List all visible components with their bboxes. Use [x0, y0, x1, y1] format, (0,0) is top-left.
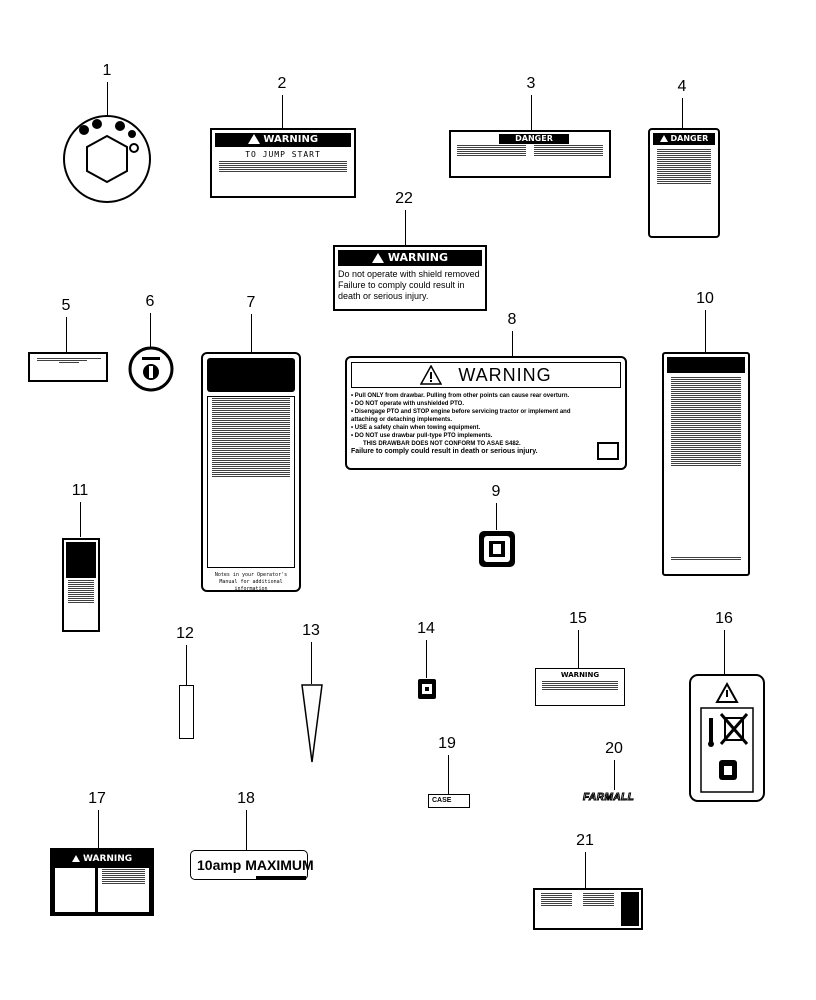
decal-15-warning: WARNING	[535, 668, 625, 706]
callout-21: 21	[576, 832, 594, 849]
decal-1-round	[63, 115, 151, 203]
leader-11	[80, 502, 81, 537]
leader-21	[585, 852, 586, 890]
callout-4: 4	[677, 78, 687, 95]
callout-15: 15	[569, 610, 587, 627]
decal-3-danger: DANGER	[449, 130, 611, 178]
decal-8-footer-1: THIS DRAWBAR DOES NOT CONFORM TO ASAE S4…	[363, 441, 521, 447]
callout-10: 10	[696, 290, 714, 307]
decal-17-pictogram	[55, 868, 95, 912]
leader-2	[282, 95, 283, 128]
decal-8-item-3: • Disengage PTO and STOP engine before s…	[351, 409, 571, 423]
decal-9-icon	[479, 531, 515, 567]
warning-triangle-icon	[247, 134, 260, 144]
decal-2-jump-start-warning: WARNING TO JUMP START	[210, 128, 356, 198]
decal-4-danger: DANGER	[648, 128, 720, 238]
leader-8	[512, 331, 513, 356]
callout-9: 9	[491, 483, 501, 500]
callout-13: 13	[302, 622, 320, 639]
decal-19-text: CASE	[432, 797, 452, 804]
decal-20-farmall-logo: FARMALL	[583, 790, 647, 806]
callout-7: 7	[246, 294, 256, 311]
leader-9	[496, 503, 497, 530]
warning-triangle-icon	[372, 253, 384, 263]
leader-1	[107, 82, 108, 116]
decal-22-line-2: Failure to comply could result in	[338, 280, 465, 290]
leader-20	[614, 760, 615, 790]
leader-19	[448, 755, 449, 795]
callout-6: 6	[145, 293, 155, 310]
leader-12	[186, 645, 187, 685]
decal-22-header: WARNING	[387, 251, 448, 264]
leader-17	[98, 810, 99, 848]
leader-16	[724, 630, 725, 675]
decal-6-round	[128, 346, 174, 392]
decal-2-header: WARNING	[263, 134, 319, 145]
decal-20-text: FARMALL	[583, 792, 635, 804]
decal-8-item-2: • DO NOT operate with unshielded PTO.	[351, 401, 465, 407]
callout-19: 19	[438, 735, 456, 752]
leader-7	[251, 314, 252, 352]
decal-8-header: WARNING	[458, 364, 552, 385]
callout-8: 8	[507, 311, 517, 328]
callout-20: 20	[605, 740, 623, 757]
callout-17: 17	[88, 790, 106, 807]
decal-18-fuse: 10amp MAXIMUM	[190, 850, 314, 880]
decal-21-parts-chart	[533, 888, 643, 930]
callout-18: 18	[237, 790, 255, 807]
callout-12: 12	[176, 625, 194, 642]
decal-22-shield-warning: WARNING Do not operate with shield remov…	[333, 245, 487, 311]
callout-1: 1	[102, 62, 112, 79]
leader-15	[578, 630, 579, 668]
decal-8-item-1: • Pull ONLY from drawbar. Pulling from o…	[351, 393, 570, 399]
callout-22: 22	[395, 190, 413, 207]
decal-8-item-4: • USE a safety chain when towing equipme…	[351, 425, 481, 431]
warning-triangle-icon	[420, 365, 443, 385]
decal-4-header: DANGER	[670, 134, 709, 143]
decal-22-line-3: death or serious injury.	[338, 291, 429, 301]
decal-17-header: WARNING	[82, 854, 133, 864]
warning-triangle-icon	[71, 855, 80, 862]
decal-22-line-1: Do not operate with shield removed	[338, 269, 480, 279]
decal-14-small-icon	[418, 679, 436, 699]
leader-4	[682, 98, 683, 128]
decal-7-footer: Notes in your Operator's Manual for addi…	[214, 572, 288, 592]
leader-18	[246, 810, 247, 852]
callout-11: 11	[71, 482, 89, 499]
decal-2-title: TO JUMP START	[245, 150, 321, 159]
decal-5	[28, 352, 108, 382]
decal-15-header: WARNING	[560, 671, 600, 679]
warning-triangle-icon	[715, 681, 739, 703]
decal-18-subline	[256, 876, 306, 880]
decal-3-header: DANGER	[515, 134, 553, 143]
decal-18-text: 10amp MAXIMUM	[197, 857, 314, 873]
leader-22	[405, 210, 406, 245]
decal-11-narrow-decal	[62, 538, 100, 632]
decal-10-tall-decal	[662, 352, 750, 576]
decal-17-warning: WARNING	[50, 848, 154, 916]
leader-13	[311, 642, 312, 684]
callout-14: 14	[417, 620, 435, 637]
leader-10	[705, 310, 706, 352]
decal-19-case-badge: CASE	[428, 794, 470, 808]
warning-triangle-icon	[659, 135, 668, 142]
callout-3: 3	[526, 75, 536, 92]
leader-5	[66, 317, 67, 353]
decal-7-chart-decal: Notes in your Operator's Manual for addi…	[201, 352, 301, 592]
decal-8-footer-2: Failure to comply could result in death …	[351, 448, 538, 455]
decal-8-drawbar-warning: WARNING • Pull ONLY from drawbar. Pullin…	[345, 356, 627, 470]
decal-8-item-5: • DO NOT use drawbar pull-type PTO imple…	[351, 433, 493, 439]
leader-6	[150, 313, 151, 347]
decal-16-pictorial	[689, 674, 765, 802]
callout-16: 16	[715, 610, 733, 627]
callout-5: 5	[61, 297, 71, 314]
manual-book-icon	[597, 442, 619, 460]
decal-12-strip	[179, 685, 194, 739]
leader-14	[426, 640, 427, 678]
leader-3	[531, 95, 532, 130]
callout-2: 2	[277, 75, 287, 92]
decal-13-pointer	[301, 684, 323, 763]
